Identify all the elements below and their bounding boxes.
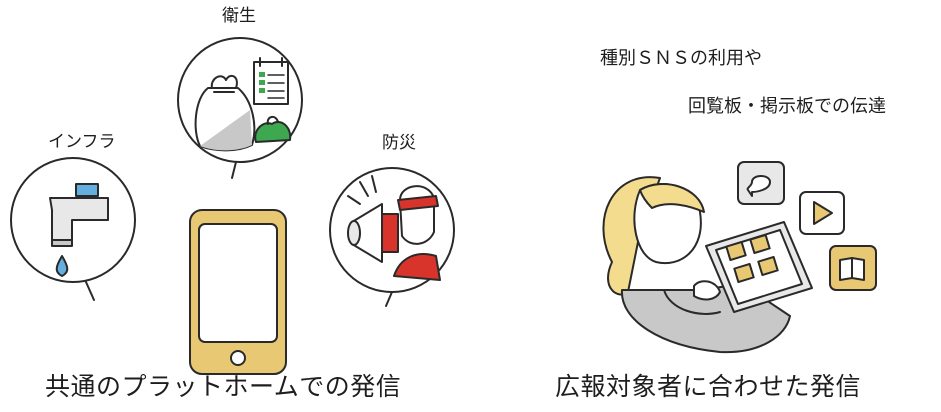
tablet-person — [602, 176, 791, 354]
circular-board-label: 回覧板・掲示板での伝達 — [688, 96, 886, 117]
hygiene-bubble — [177, 37, 303, 179]
disaster-label: 防災 — [382, 133, 416, 153]
green-bag-icon — [254, 116, 292, 143]
calendar-icon — [253, 57, 289, 105]
book-icon — [829, 245, 877, 291]
infra-label: インフラ — [48, 132, 116, 152]
faucet-icon — [49, 183, 109, 247]
person-icon — [393, 185, 441, 281]
sns-usage-label: 種別ＳＮＳの利用や — [600, 48, 762, 69]
infra-bubble — [10, 157, 136, 301]
tablet-icon — [693, 221, 813, 313]
hygiene-label: 衛生 — [222, 6, 256, 26]
garbage-bag-icon — [194, 74, 256, 152]
targeted-caption: 広報対象者に合わせた発信 — [555, 372, 862, 401]
disaster-bubble — [329, 167, 455, 307]
play-icon — [799, 191, 845, 235]
megaphone-icon — [347, 175, 399, 263]
water-drop-icon — [55, 255, 69, 277]
chat-bubble-icon — [737, 161, 785, 205]
smartphone-icon — [189, 209, 287, 375]
common-platform-caption: 共通のプラットホームでの発信 — [45, 372, 402, 401]
